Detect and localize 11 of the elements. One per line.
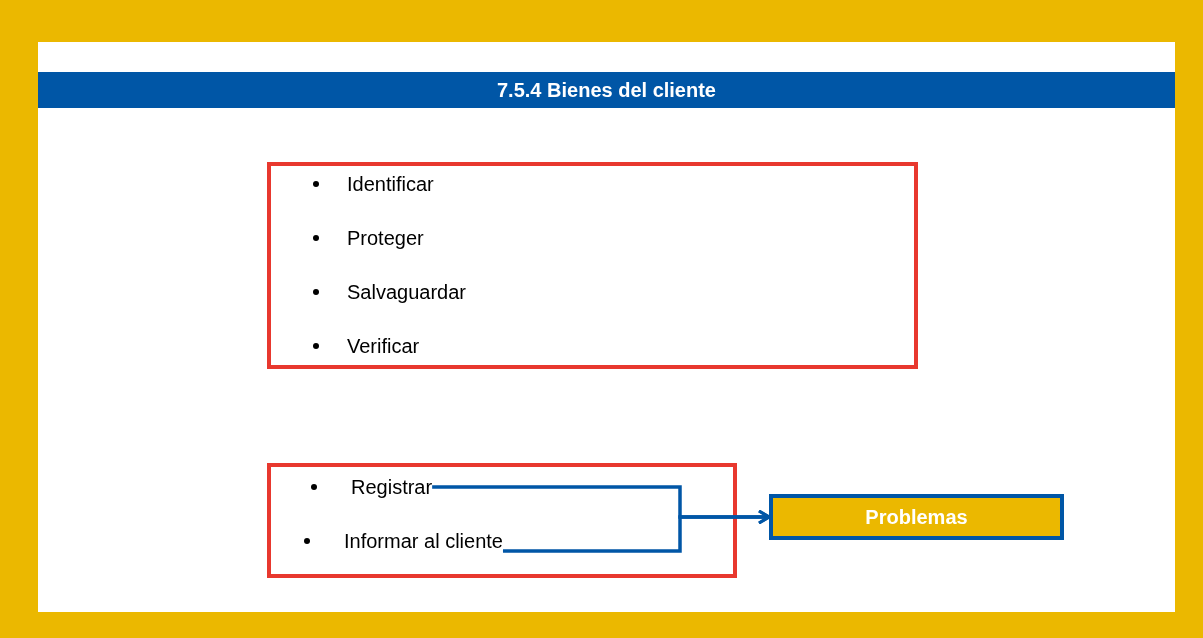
title-bar: 7.5.4 Bienes del cliente [38, 72, 1175, 108]
list-item: Informar al cliente [344, 529, 503, 553]
list-item: Salvaguardar [347, 280, 466, 304]
list-item: Registrar [351, 475, 433, 499]
list-item: Identificar [347, 172, 434, 196]
connector-arrow [502, 509, 771, 553]
highlight-box: Problemas [769, 494, 1064, 540]
list-item: Verificar [347, 334, 420, 358]
outline-box [267, 162, 918, 369]
outline-box [267, 463, 737, 578]
list-item: Proteger [347, 226, 424, 250]
